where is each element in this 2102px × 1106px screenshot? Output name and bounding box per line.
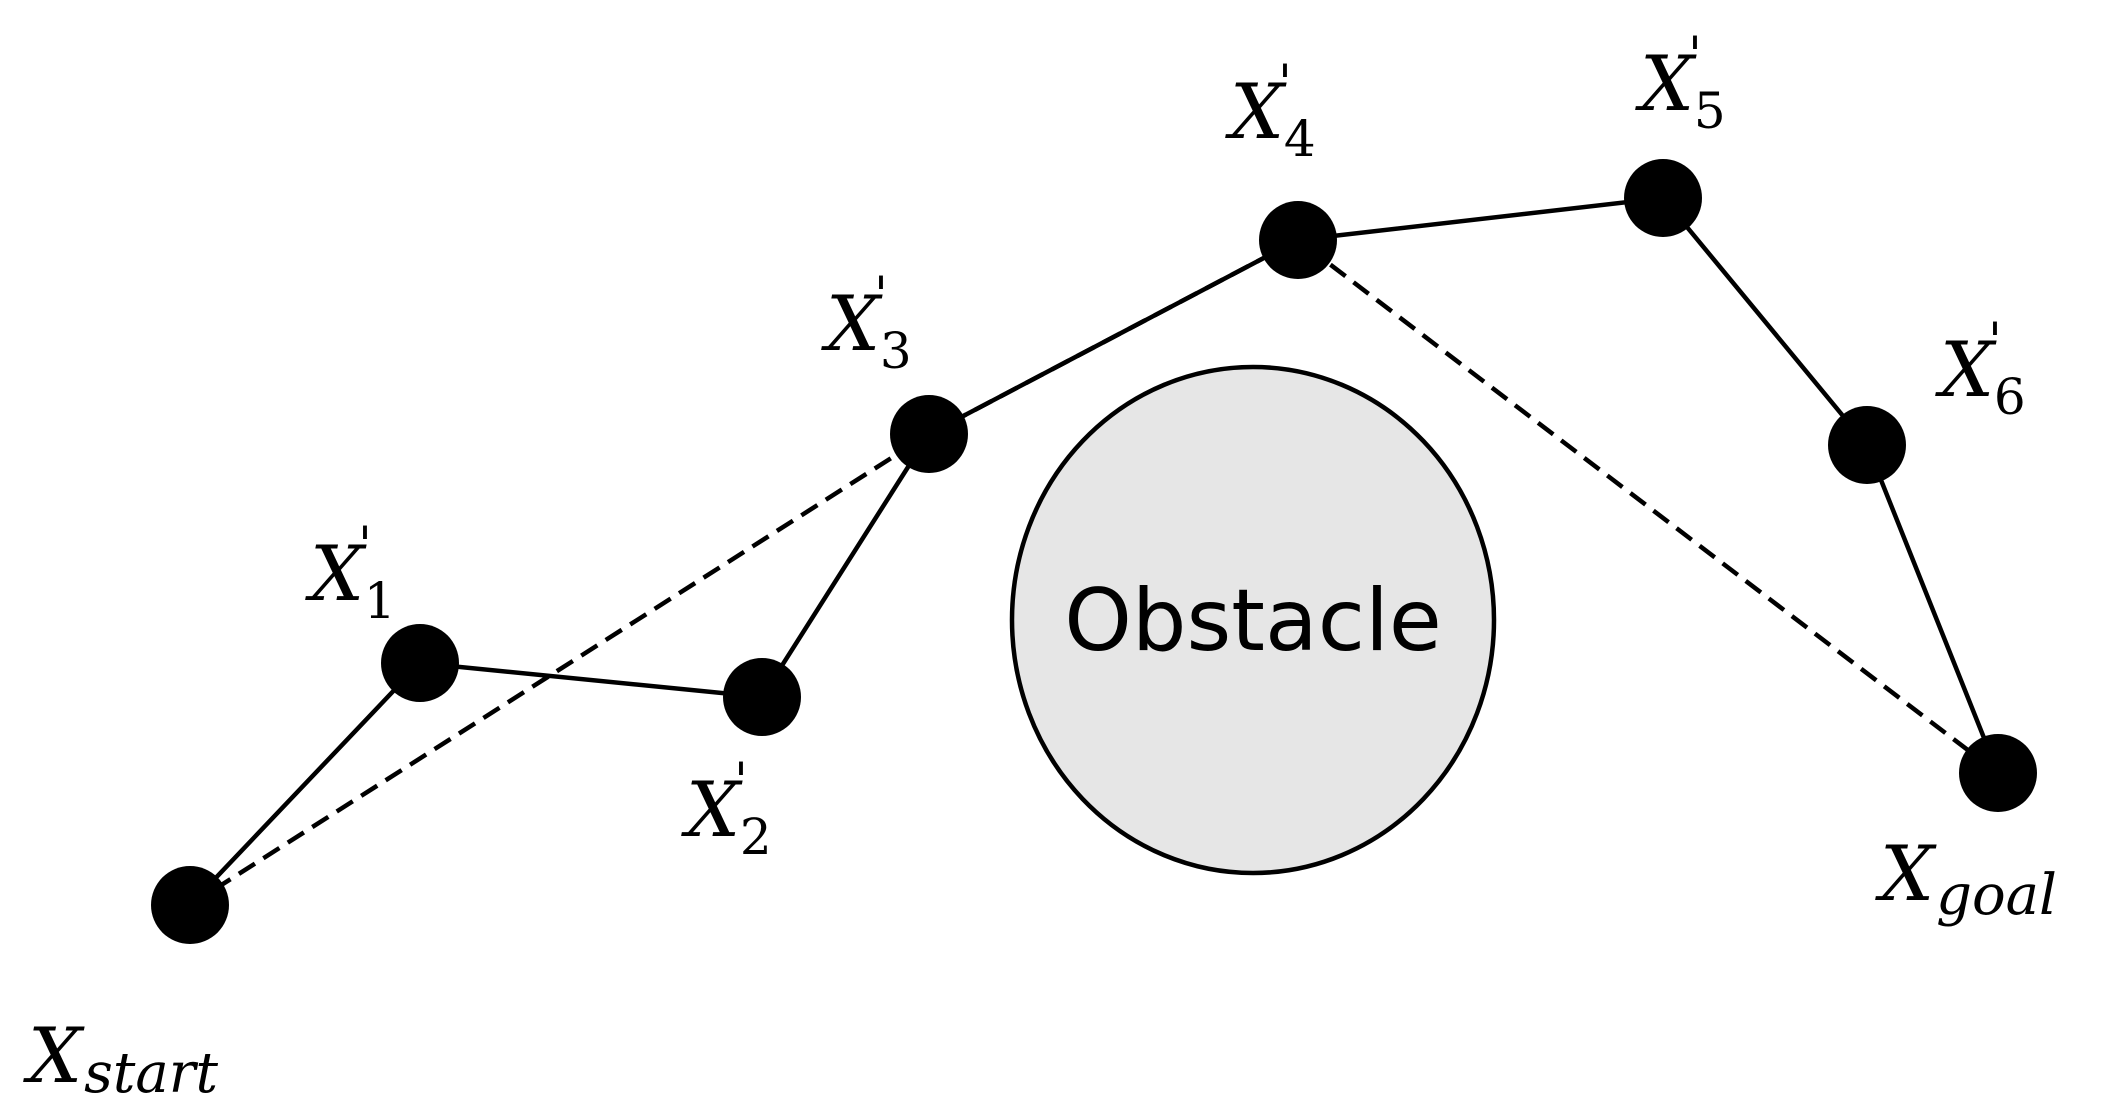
node-x2 xyxy=(723,658,801,736)
node-start xyxy=(151,866,229,944)
obstacle-circle xyxy=(1009,364,1497,876)
node-x1 xyxy=(381,624,459,702)
node-labels: Xstart X'1 X'2 X'3 X'4 X'5 X'6 Xgoal xyxy=(23,26,2057,1106)
label-goal: Xgoal xyxy=(1875,829,2057,928)
node-x6 xyxy=(1828,406,1906,484)
label-x1: X'1 xyxy=(305,516,396,630)
label-x2: X'2 xyxy=(681,752,772,866)
label-x4: X'4 xyxy=(1225,54,1316,168)
waypoint-nodes xyxy=(151,159,2037,944)
optimized-path-line xyxy=(188,237,2000,907)
label-x3: X'3 xyxy=(821,266,912,380)
label-start: Xstart xyxy=(23,1011,219,1106)
node-goal xyxy=(1959,734,2037,812)
obstacle-label: Obstacle xyxy=(1064,571,1442,671)
label-x6: X'6 xyxy=(1935,312,2026,426)
node-x4 xyxy=(1259,201,1337,279)
label-x5: X'5 xyxy=(1635,26,1726,140)
node-x5 xyxy=(1624,159,1702,237)
node-x3 xyxy=(890,395,968,473)
